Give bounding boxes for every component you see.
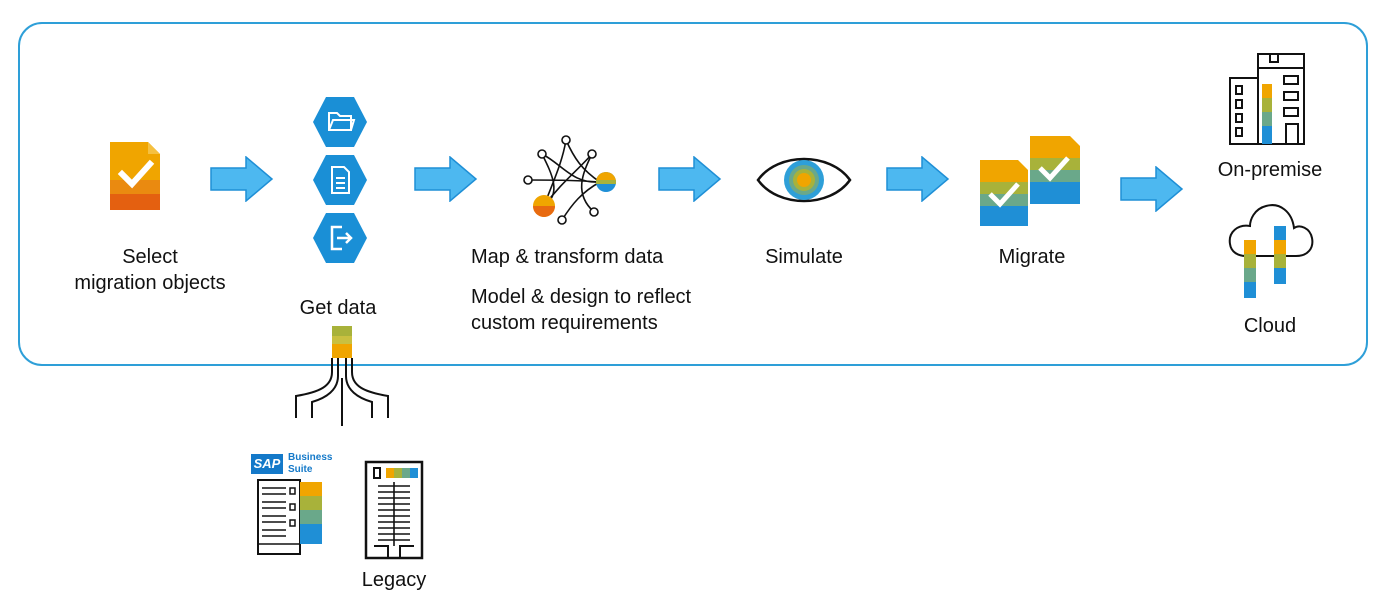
document-icon — [313, 155, 367, 205]
migrate-label: Migrate — [998, 246, 1066, 268]
legacy-tower-icon — [364, 460, 424, 560]
sap-suite-line2: Suite — [288, 464, 313, 475]
merge-icon — [295, 326, 389, 426]
sap-suite-line1: Business — [288, 452, 333, 463]
on-premise-label: On-premise — [1217, 159, 1323, 181]
legacy-label: Legacy — [361, 569, 427, 591]
flow-arrow-4 — [886, 156, 950, 202]
map-sublabel-line1: Model & design to reflect — [471, 286, 692, 308]
flow-arrow-5 — [1120, 166, 1184, 212]
map-sublabel-line2: custom requirements — [471, 312, 658, 334]
select-label-line1: Select — [122, 246, 178, 268]
migrate-checklist-icon — [980, 136, 1080, 226]
flow-arrow-2 — [414, 156, 478, 202]
export-icon — [313, 213, 367, 263]
sap-logo: SAP — [251, 454, 283, 474]
checklist-icon — [110, 142, 160, 210]
get-data-label: Get data — [299, 297, 377, 319]
cloud-label: Cloud — [1243, 315, 1297, 337]
folder-icon — [313, 97, 367, 147]
server-icon — [257, 479, 322, 555]
eye-icon — [756, 157, 852, 203]
flow-arrow-3 — [658, 156, 722, 202]
cloud-icon — [1228, 204, 1314, 298]
building-icon — [1229, 53, 1305, 145]
process-frame — [18, 22, 1368, 366]
network-icon — [523, 135, 616, 225]
map-label: Map & transform data — [471, 246, 664, 268]
simulate-label: Simulate — [765, 246, 843, 268]
flow-arrow-1 — [210, 156, 274, 202]
select-label-line2: migration objects — [74, 272, 226, 294]
